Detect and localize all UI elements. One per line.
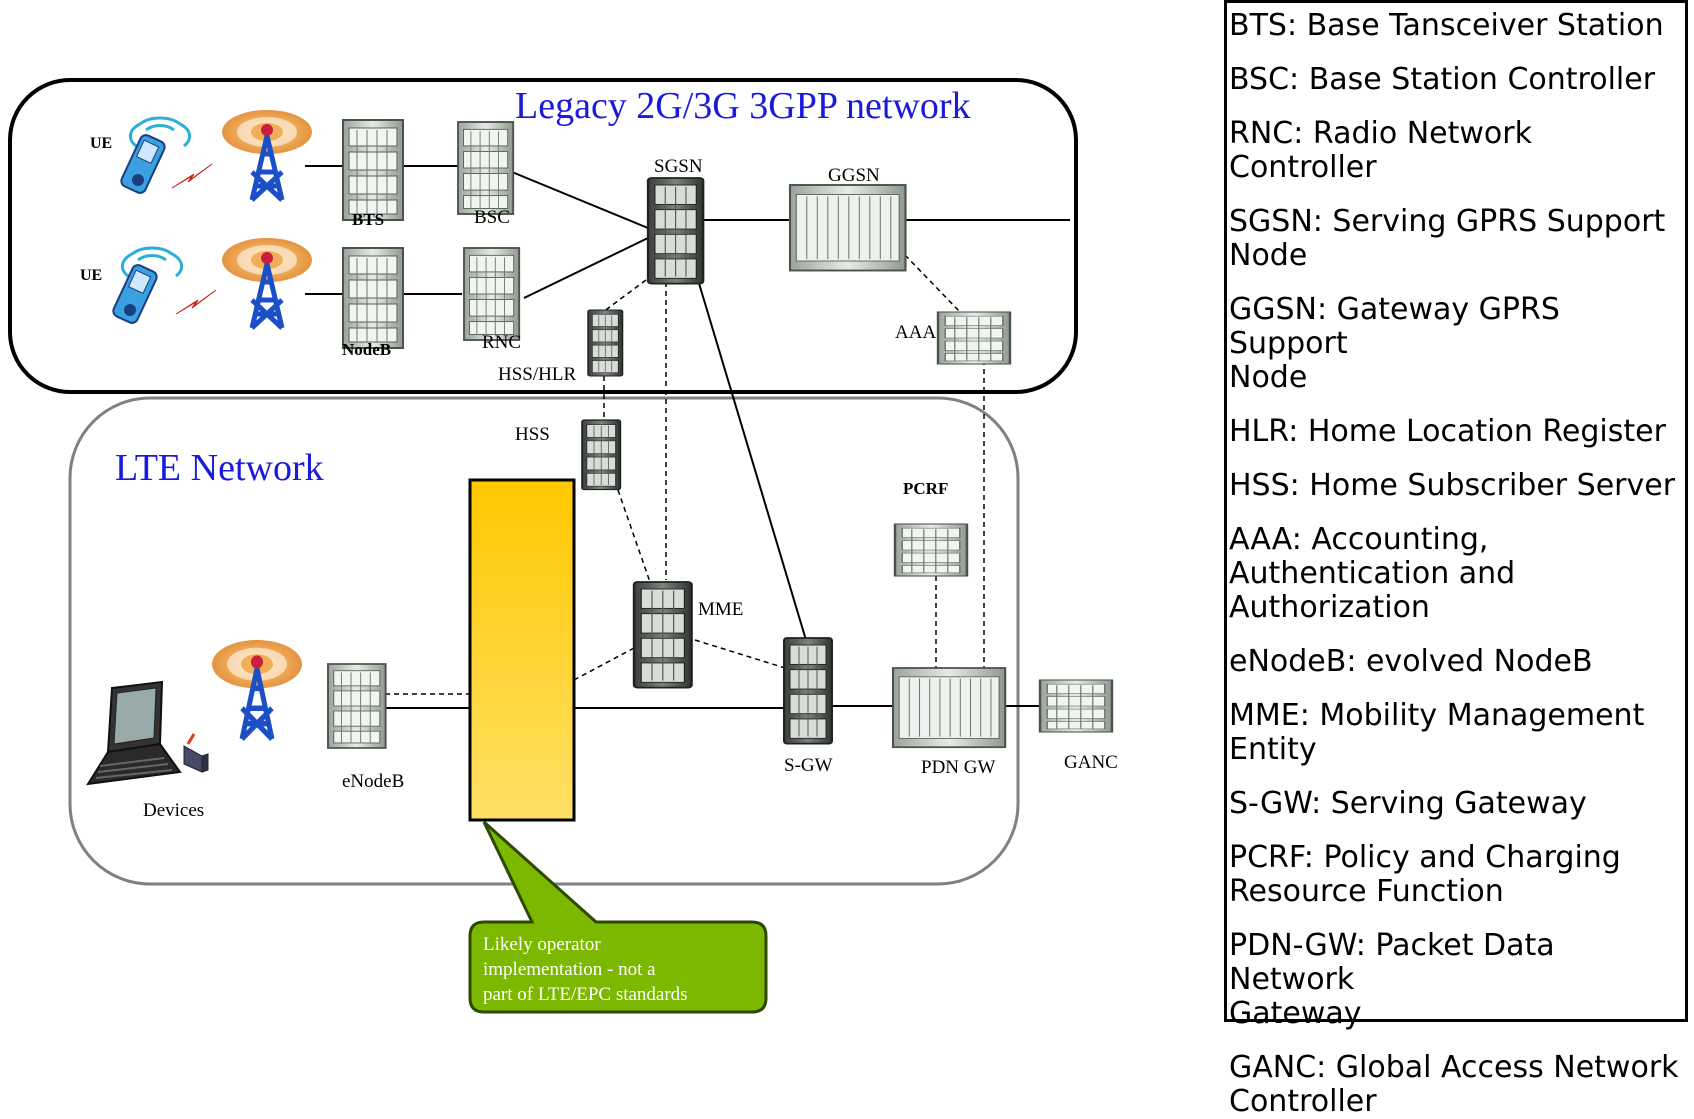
pcrf-rack-icon xyxy=(893,522,969,578)
bsc-rack-icon xyxy=(457,121,515,215)
legend-item: eNodeB: evolved NodeB xyxy=(1229,645,1685,679)
nodeb-rack-icon xyxy=(342,247,404,349)
legend-item-text: eNodeB: evolved NodeB xyxy=(1229,644,1593,679)
aaa-rack-icon xyxy=(936,310,1012,366)
callout-line-1: Likely operator xyxy=(483,934,601,955)
legend-item: S-GW: Serving Gateway xyxy=(1229,787,1685,821)
devices-label: Devices xyxy=(143,800,204,821)
rnc-label: RNC xyxy=(482,332,521,353)
ggsn-rack-icon xyxy=(788,183,907,272)
pdn-gw-rack-icon xyxy=(891,666,1007,749)
legend-item-text: Node xyxy=(1229,238,1308,273)
legend-item-text: PCRF: Policy and Charging xyxy=(1229,840,1621,875)
mme-rack-icon xyxy=(632,580,693,689)
legend-item-text: AAA: Accounting, xyxy=(1229,522,1489,557)
ue-bottom-label: UE xyxy=(80,267,102,284)
legend-item-text: BTS: Base Tansceiver Station xyxy=(1229,8,1664,43)
legend-item-text: GGSN: Gateway GPRS Support xyxy=(1229,292,1560,361)
legend-item-text: MME: Mobility Management xyxy=(1229,698,1645,733)
legend-item-text: HLR: Home Location Register xyxy=(1229,414,1666,449)
ganc-rack-icon xyxy=(1038,678,1114,734)
legend-item-text: Node xyxy=(1229,360,1308,395)
legend-item: RNC: Radio Network Controller xyxy=(1229,117,1685,185)
dashed-links xyxy=(385,254,985,695)
callout-line-3: part of LTE/EPC standards xyxy=(483,984,688,1005)
legend-item: BSC: Base Station Controller xyxy=(1229,63,1685,97)
ggsn-label: GGSN xyxy=(828,165,880,186)
callout-line-2: implementation - not a xyxy=(483,959,656,980)
bts-rack-icon xyxy=(342,119,404,221)
nodeb-label: NodeB xyxy=(342,340,391,359)
modem-icon xyxy=(183,733,209,773)
operator-implementation-box xyxy=(468,478,576,822)
legend-item-text: BSC: Base Station Controller xyxy=(1229,62,1656,97)
legend-item: HLR: Home Location Register xyxy=(1229,415,1685,449)
legend-item-text: RNC: Radio Network Controller xyxy=(1229,116,1532,185)
aaa-label: AAA xyxy=(895,322,936,343)
legend-item-text: Resource Function xyxy=(1229,874,1504,909)
lte-region-title: LTE Network xyxy=(115,447,324,489)
legend-item-text: Gateway xyxy=(1229,996,1362,1031)
laptop-icon xyxy=(86,680,182,786)
enodeb-rack-icon xyxy=(327,663,387,749)
sgw-rack-icon xyxy=(783,637,833,745)
hss-hlr-rack-icon xyxy=(587,309,624,377)
legend-item-text: GANC: Global Access Network xyxy=(1229,1050,1679,1085)
legend-item-text: Controller xyxy=(1229,1084,1377,1119)
sgsn-label: SGSN xyxy=(654,156,703,177)
bts-label: BTS xyxy=(352,210,384,229)
legend-item-text: SGSN: Serving GPRS Support xyxy=(1229,204,1666,239)
legend-item-text: HSS: Home Subscriber Server xyxy=(1229,468,1676,503)
ue-top-label: UE xyxy=(90,135,112,152)
legend-item: HSS: Home Subscriber Server xyxy=(1229,469,1685,503)
solid-links xyxy=(305,165,1070,709)
sgsn-rack-icon xyxy=(646,176,705,285)
sgw-label: S-GW xyxy=(784,755,833,776)
legacy-region-title: Legacy 2G/3G 3GPP network xyxy=(515,85,971,127)
legend-item-text: Authentication and xyxy=(1229,556,1516,591)
legend-item: BTS: Base Tansceiver Station xyxy=(1229,9,1685,43)
mme-label: MME xyxy=(698,599,743,620)
hss-hlr-label: HSS/HLR xyxy=(498,364,576,385)
legend-item-text: Authorization xyxy=(1229,590,1430,625)
pcrf-label: PCRF xyxy=(903,479,948,498)
legend-item-text: PDN-GW: Packet Data Network xyxy=(1229,928,1555,997)
ganc-label: GANC xyxy=(1064,752,1118,773)
legend-item-text: Entity xyxy=(1229,732,1317,767)
hss-label: HSS xyxy=(515,424,550,445)
pdn-gw-label: PDN GW xyxy=(921,757,995,778)
enodeb-label: eNodeB xyxy=(342,771,404,792)
rnc-rack-icon xyxy=(463,247,521,341)
bsc-label: BSC xyxy=(474,207,510,228)
legend-item-text: S-GW: Serving Gateway xyxy=(1229,786,1587,821)
callout-bubble xyxy=(468,820,768,1014)
hss-rack-icon xyxy=(581,419,622,491)
